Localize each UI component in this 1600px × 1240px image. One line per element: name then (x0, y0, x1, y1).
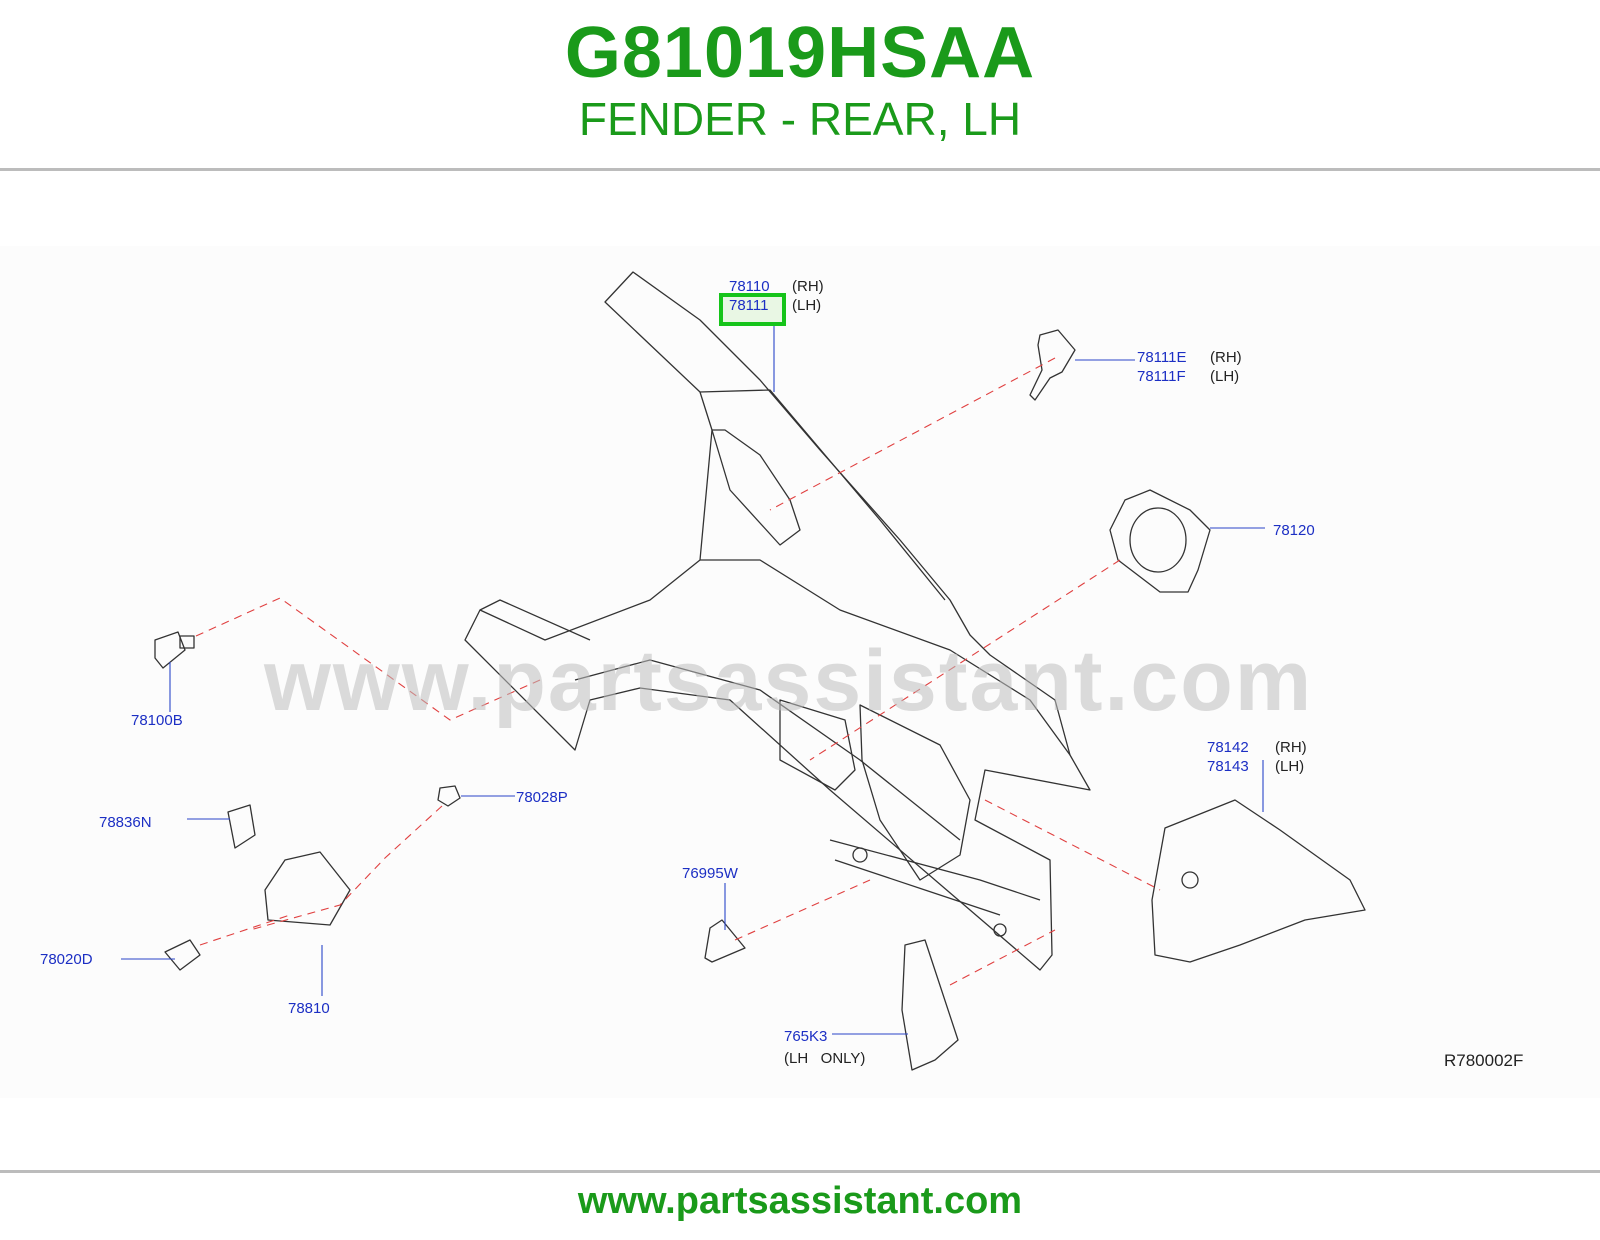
callout-78111E-side: (RH) (1210, 349, 1242, 366)
bracket-76995w-drawing (704, 919, 746, 963)
callout-leader-lines (121, 322, 1265, 1035)
callout-76995W[interactable]: 76995W (682, 865, 738, 882)
highlighted-part-box (719, 293, 786, 326)
callout-765K3-note: (LH ONLY) (784, 1050, 866, 1067)
wheelhouse-78142-78143-drawing (1151, 799, 1366, 963)
callout-78111-side: (LH) (792, 297, 822, 314)
footer-website-link[interactable]: www.partsassistant.com (577, 1180, 1023, 1222)
grommet-78100b-drawing (154, 631, 186, 669)
callout-78810[interactable]: 78810 (288, 1000, 330, 1017)
dashed-assembly-lines (195, 357, 1161, 986)
part-number-title: G81019HSAA (564, 13, 1036, 93)
callout-78143[interactable]: 78143 (1207, 758, 1249, 775)
bumper-78028p-drawing (437, 785, 461, 807)
footer-divider (0, 1170, 1600, 1173)
callout-78120[interactable]: 78120 (1273, 522, 1315, 539)
fuel-filler-lid-drawing (264, 851, 351, 926)
rear-fender-panel-drawing (464, 271, 1091, 971)
header-divider (0, 168, 1600, 171)
callout-78110[interactable]: 78110 (729, 278, 770, 295)
screw-78020d-drawing (164, 939, 201, 971)
diagram-reference-code: R780002F (1444, 1051, 1524, 1070)
callout-78110-side: (RH) (792, 278, 824, 295)
clip-78836n-drawing (227, 804, 256, 849)
clip-78111ef-drawing (1029, 329, 1076, 401)
callout-78020D[interactable]: 78020D (40, 951, 93, 968)
callout-78142[interactable]: 78142 (1207, 739, 1249, 756)
watermark-text: www.partsassistant.com (264, 633, 1314, 729)
callout-78111F-side: (LH) (1210, 368, 1240, 385)
callout-78143-side: (LH) (1275, 758, 1305, 775)
page-header: G81019HSAA FENDER - REAR, LH (0, 0, 1600, 170)
callout-78028P[interactable]: 78028P (516, 789, 568, 806)
callout-78111-highlighted[interactable]: 78111 (729, 297, 769, 314)
fuel-filler-base-drawing (1109, 489, 1211, 593)
callout-78142-side: (RH) (1275, 739, 1307, 756)
parts-diagram-area (0, 246, 1600, 1098)
bracket-765k3-drawing (901, 939, 959, 1071)
callout-765K3[interactable]: 765K3 (784, 1028, 828, 1045)
callout-78111F[interactable]: 78111F (1137, 368, 1186, 385)
callout-78100B[interactable]: 78100B (131, 712, 183, 729)
callout-78836N[interactable]: 78836N (99, 814, 152, 831)
part-description-subtitle: FENDER - REAR, LH (578, 93, 1022, 145)
callout-78111E[interactable]: 78111E (1137, 349, 1187, 366)
